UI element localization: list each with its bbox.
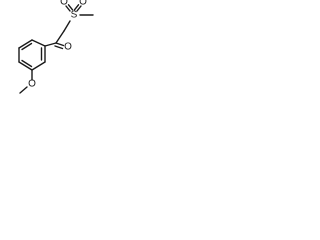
bond-ether-o-methyl — [19, 86, 28, 94]
ring-bond-2 — [18, 39, 33, 49]
sulfonyl-oxygen-left-label: O — [60, 0, 68, 8]
bond-ch2-carbonyl — [55, 30, 65, 44]
bond-s-o-left-2 — [67, 4, 74, 11]
bond-s-ch2 — [63, 20, 71, 32]
sulfur-label: S — [71, 10, 78, 21]
bond-s-o-right-1 — [76, 5, 82, 12]
bond-s-o-left-1 — [65, 5, 71, 12]
ketone-oxygen-label: O — [64, 42, 72, 53]
ring-bond-4 — [18, 61, 33, 71]
ring-bond-5 — [31, 61, 46, 71]
chemical-structure-diagram: O O S O O — [18, 0, 94, 94]
bond-carbonyl-o-2 — [54, 45, 64, 50]
ring-bond-1 — [31, 39, 46, 47]
ring-double-bond-1 — [21, 42, 33, 51]
bond-carbonyl-o-1 — [55, 42, 65, 47]
ether-oxygen-label: O — [28, 79, 36, 90]
sulfonyl-oxygen-right-label: O — [79, 0, 87, 8]
bond-s-o-right-2 — [73, 4, 80, 11]
ring-double-bond-2 — [21, 59, 33, 68]
bond-carbonyl-ring — [44, 42, 57, 47]
